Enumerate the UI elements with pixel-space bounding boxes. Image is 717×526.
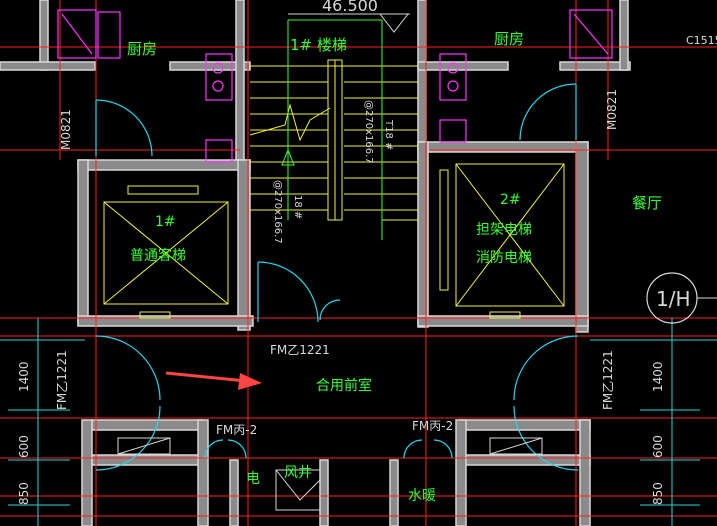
door-label-fm-yi-1221-left: FM乙1221 xyxy=(55,350,69,410)
dim-right-600: 600 xyxy=(651,435,665,458)
elevator-1-number: 1# xyxy=(155,214,176,230)
kitchen-fixtures xyxy=(57,9,613,163)
room-label-lobby: 合用前室 xyxy=(316,377,372,394)
stair-dim-label-down: @270x166.7 xyxy=(272,180,283,244)
dim-left-600: 600 xyxy=(17,435,31,458)
stair-direction-arrows xyxy=(281,19,383,240)
door-label-fm-yi-1221-top: FM乙1221 xyxy=(270,343,330,357)
axis-bubble xyxy=(646,272,717,324)
walls xyxy=(0,0,631,526)
elevator-1-cabin xyxy=(103,185,229,319)
dim-right-1400: 1400 xyxy=(651,361,665,392)
door-label-fm-bing2-right: FM丙-2 xyxy=(412,419,453,433)
door-label-fm-yi-1221-right: FM乙1221 xyxy=(601,350,615,410)
stair-1 xyxy=(249,59,418,221)
door-label-c1515: C1515 xyxy=(686,34,717,47)
door-swings xyxy=(95,83,579,471)
elevation-marker xyxy=(288,13,410,33)
elevation-label: 46.500 xyxy=(322,0,378,15)
room-label-electric: 电 xyxy=(246,471,260,487)
dim-left-850: 850 xyxy=(17,482,31,505)
axis-bubble-label: 1/H xyxy=(656,287,691,311)
room-label-kitchen-right: 厨房 xyxy=(494,30,524,48)
elevator-1-label: 普通客梯 xyxy=(130,247,186,264)
elevator-2-label-line2: 消防电梯 xyxy=(476,250,532,266)
door-label-fm-bing2-left: FM丙-2 xyxy=(216,423,257,437)
shaft-details xyxy=(117,437,543,511)
stair-steps-label-a: T18 # xyxy=(383,119,394,150)
door-label-m0821-left: M0821 xyxy=(59,109,73,150)
room-label-air-shaft: 风井 xyxy=(284,465,312,481)
room-label-dining: 餐厅 xyxy=(632,194,662,212)
door-label-m0821-right: M0821 xyxy=(605,89,619,130)
dim-left-1400: 1400 xyxy=(17,361,31,392)
elevator-2-number: 2# xyxy=(500,192,521,208)
room-label-kitchen-left: 厨房 xyxy=(127,40,157,58)
dim-right-850: 850 xyxy=(651,482,665,505)
elevator-2-cabin xyxy=(439,163,565,319)
elevator-2-label-line1: 担架电梯 xyxy=(476,222,532,238)
stair-dim-label-up: @270x166.7 xyxy=(363,100,374,164)
room-label-water: 水暖 xyxy=(408,488,436,504)
stair-steps-label-b: 18 # xyxy=(292,195,303,219)
dimension-lines xyxy=(0,318,717,526)
annotation-arrow-icon xyxy=(165,371,262,390)
stair-name-label: 1# 楼梯 xyxy=(290,36,347,54)
